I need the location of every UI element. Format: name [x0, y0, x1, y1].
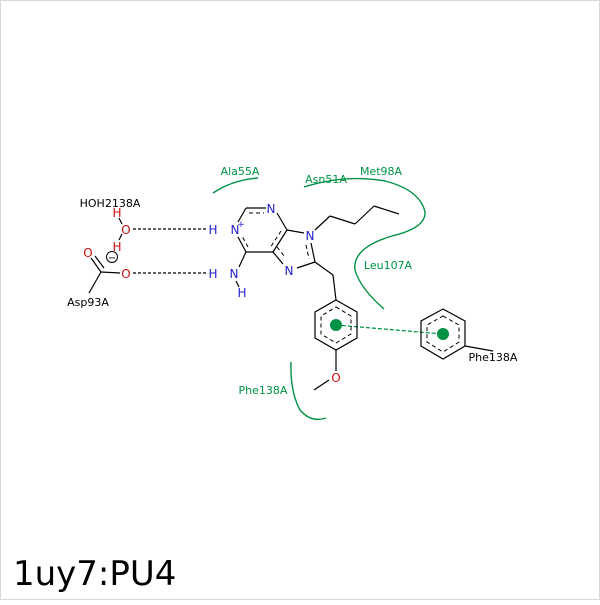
atom-o-carboxylate: O	[121, 267, 130, 281]
bond	[286, 229, 305, 234]
bond	[354, 205, 375, 225]
atom-n-amine: N	[230, 267, 239, 281]
bond	[329, 215, 356, 225]
bond	[88, 271, 102, 294]
atom-o-methoxy: O	[331, 371, 340, 385]
atom-n-ring-top: N	[267, 202, 276, 216]
bond	[464, 345, 494, 352]
bond	[235, 280, 240, 288]
bond	[314, 215, 331, 231]
bond	[276, 212, 288, 231]
aromatic-bond	[269, 230, 282, 249]
bond	[118, 217, 123, 225]
phe138-contact-arc	[290, 361, 327, 421]
bond	[118, 233, 123, 241]
minus-charge-circle	[106, 251, 118, 263]
bond	[332, 274, 337, 301]
residue-label-water: HOH2138A	[80, 197, 141, 210]
minus-charge-sign: −	[108, 253, 116, 264]
bond	[373, 205, 400, 215]
residue-label-phe138-contact: Phe138A	[239, 384, 288, 397]
hydrogen-bonds	[133, 228, 206, 274]
atom-n-imidazole-butyl: N	[306, 229, 315, 243]
ligand-title: 1uy7:PU4	[13, 554, 176, 594]
residue-labels: Ala55A Asn51A Met98A Leu107A Phe138A Phe…	[67, 165, 518, 397]
pi-stacking	[330, 319, 449, 340]
asn51-met98-leu107-contact-arc	[303, 177, 426, 310]
bond	[314, 261, 334, 276]
bond	[272, 229, 288, 253]
atom-n-plus: N	[231, 223, 240, 237]
phe138-ring	[420, 308, 466, 360]
residue-label-asp93: Asp93A	[67, 296, 109, 309]
atom-h-amine-left: H	[208, 267, 217, 281]
atom-h-water-top: H	[112, 206, 121, 220]
phe138-ring-centroid	[437, 328, 449, 340]
bond	[272, 251, 284, 265]
bond	[313, 379, 330, 391]
ligand-benzene-aromatic	[320, 306, 352, 344]
hydrophobic-contacts	[212, 177, 426, 421]
bond	[296, 261, 316, 269]
water-and-asp93	[88, 217, 123, 294]
residue-label-phe138-stack: Phe138A	[469, 351, 518, 364]
partner-atom-labels: H O H O O −	[83, 206, 130, 281]
n-plus-charge: +	[237, 220, 245, 230]
phe138-side-chain	[420, 308, 494, 360]
bond	[237, 207, 247, 223]
ligand-bonds	[235, 205, 400, 391]
ligand-ring-centroid	[330, 319, 342, 331]
ala55-contact-arc	[212, 177, 259, 194]
bond	[238, 251, 247, 268]
bond	[237, 236, 247, 253]
bond	[100, 271, 121, 274]
atom-labels: N N + H N H H N N O	[208, 202, 340, 385]
residue-label-leu107: Leu107A	[364, 259, 413, 272]
residue-label-met98: Met98A	[360, 165, 403, 178]
aromatic-bond	[305, 244, 310, 260]
atom-o-water: O	[121, 223, 130, 237]
atom-n-imidazole-bottom: N	[285, 264, 294, 278]
atom-h-on-n-plus: H	[208, 223, 217, 237]
atom-h-water-bottom: H	[112, 240, 121, 254]
aromatic-bond	[276, 246, 286, 258]
bond	[90, 257, 102, 273]
aromatic-bond	[241, 235, 249, 248]
atom-h-amine-bottom: H	[237, 286, 246, 300]
bond	[94, 255, 105, 269]
residue-label-asn51: Asn51A	[305, 173, 347, 186]
residue-label-ala55: Ala55A	[221, 165, 260, 178]
bond	[310, 242, 316, 263]
atom-o-carbonyl: O	[83, 246, 92, 260]
